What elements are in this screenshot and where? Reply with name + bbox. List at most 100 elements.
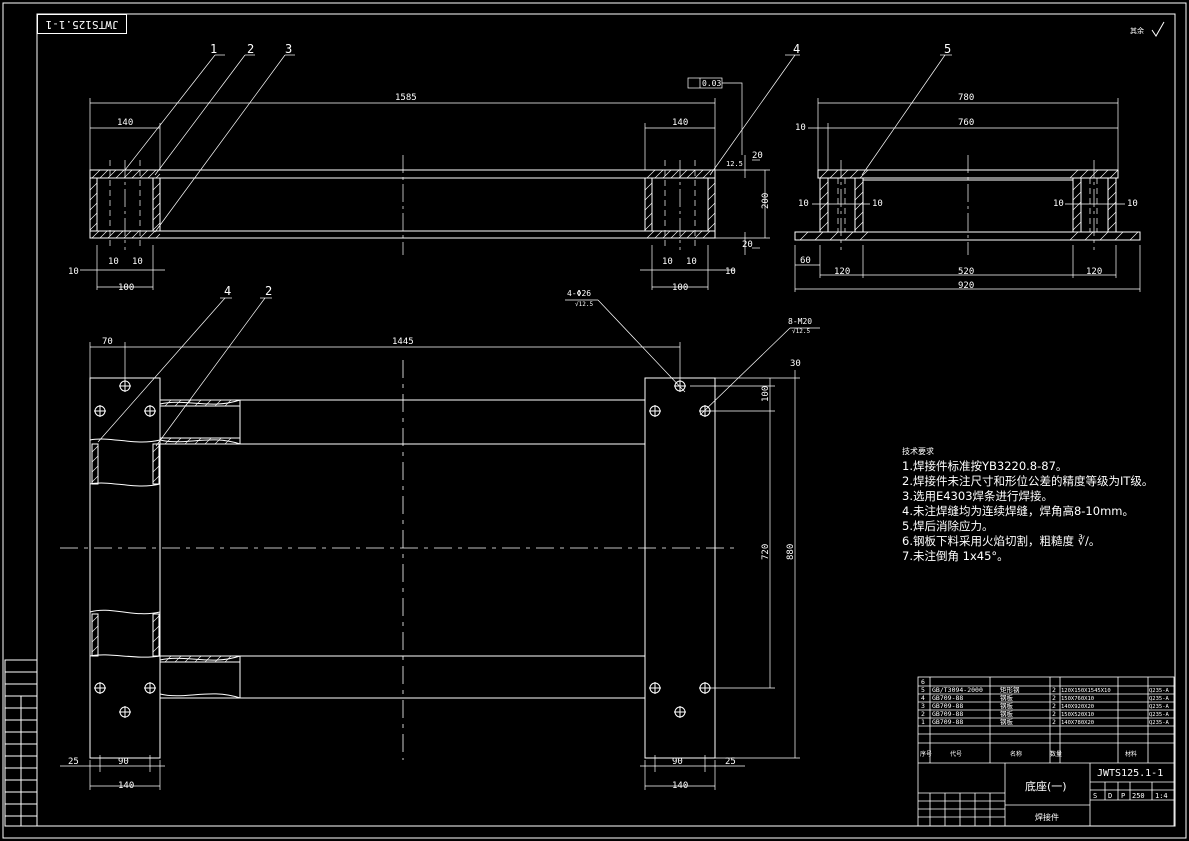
- left-revision-strip: [4, 659, 38, 827]
- dim-lb-100: 100: [118, 283, 134, 293]
- dim-520: 520: [958, 267, 974, 277]
- dim-1445: 1445: [392, 337, 414, 347]
- tech-req-item: 6.钢板下料采用火焰切割，粗糙度 ∛/。: [902, 534, 1101, 548]
- dim-rb-100: 100: [672, 283, 688, 293]
- technical-requirements: 技术要求 1.焊接件标准按YB3220.8-87。 2.焊接件未注尺寸和形位公差…: [902, 446, 1153, 564]
- part-name: 钢板: [1000, 709, 1014, 718]
- title-subtitle: 焊接件: [1035, 812, 1059, 822]
- parts-list: 6 5 GB/T3094-2000 矩形钢 2 120X150X1545X10 …: [920, 678, 1170, 758]
- part-no: 5: [921, 686, 925, 694]
- part-no: 1: [921, 718, 925, 726]
- dim-25-right: 25: [725, 757, 736, 767]
- part-spec: 150X760X10: [1061, 696, 1094, 702]
- dim-100-vertical: 100: [761, 386, 771, 402]
- dim-120-right: 120: [1086, 267, 1102, 277]
- side-view-text: 780 760 10 10 10 10 10 60 120 520 120 92…: [795, 42, 1138, 291]
- tech-req-item: 5.焊后消除应力。: [902, 519, 994, 533]
- flatness-value: 0.03: [702, 79, 721, 88]
- header-name: 名称: [1010, 750, 1022, 758]
- tech-req-item: 7.未注倒角 1x45°。: [902, 549, 1009, 563]
- stage-p: P: [1121, 792, 1125, 800]
- tech-req-item: 3.选用E4303焊条进行焊接。: [902, 489, 1054, 503]
- dim-30: 30: [790, 359, 801, 369]
- stage-s: S: [1093, 792, 1097, 800]
- plan-view: [60, 297, 820, 790]
- dim-lb-1: 10: [68, 267, 79, 277]
- part-code: GB709-88: [932, 694, 963, 702]
- dim-bottom-20: 20: [742, 240, 753, 250]
- part-code: GB709-88: [932, 710, 963, 718]
- dim-lb-3: 10: [132, 257, 143, 267]
- title-block-grid: [917, 676, 1175, 827]
- dim-880: 880: [786, 544, 796, 560]
- part-no: 6: [921, 678, 925, 686]
- header-code: 代号: [950, 750, 962, 758]
- part-name: 钢板: [1000, 693, 1014, 702]
- scale: 1:4: [1155, 792, 1168, 800]
- part-qty: 2: [1052, 710, 1056, 718]
- dim-top-20: 20: [752, 151, 763, 161]
- dim-web-3: 10: [1053, 199, 1064, 209]
- balloon-1: 1: [210, 42, 217, 56]
- hole-note-sub: √12.5: [575, 301, 593, 308]
- part-material: Q235-A: [1149, 704, 1170, 710]
- part-no: 3: [921, 702, 925, 710]
- dim-web-2: 10: [872, 199, 883, 209]
- balloon-5: 5: [944, 42, 951, 56]
- dim-1585: 1585: [395, 93, 417, 103]
- dim-760: 760: [958, 118, 974, 128]
- part-qty: 2: [1052, 686, 1056, 694]
- tech-req-title: 技术要求: [902, 447, 934, 456]
- plan-holes: [94, 380, 711, 718]
- part-qty: 2: [1052, 718, 1056, 726]
- dim-lb-2: 10: [108, 257, 119, 267]
- dim-920: 920: [958, 281, 974, 291]
- dim-60: 60: [800, 256, 811, 266]
- part-code: GB709-88: [932, 718, 963, 726]
- part-material: Q235-A: [1149, 720, 1170, 726]
- front-view-text: 1585 140 140 200 20 20 12.5 0.03 10 10 1…: [68, 42, 800, 293]
- part-spec: 140X780X20: [1061, 720, 1094, 726]
- part-name: 钢板: [1000, 701, 1014, 710]
- drawing-frame: [36, 13, 1176, 827]
- front-hatching: [89, 169, 716, 239]
- front-view: [80, 54, 800, 290]
- plan-left-plate: [89, 377, 161, 759]
- thread-note: 8-M20: [788, 317, 812, 326]
- dim-90-right: 90: [672, 757, 683, 767]
- dim-left-140: 140: [117, 118, 133, 128]
- thread-note-sub: √12.5: [792, 328, 810, 335]
- part-name: 矩形钢: [1000, 685, 1020, 694]
- tech-req-item: 4.未注焊缝均为连续焊缝，焊角高8-10mm。: [902, 504, 1134, 518]
- title-block-text: 底座(一) JWTS125.1-1 250 1:4 S D P 焊接件 其余: [1025, 26, 1168, 822]
- dim-right-140: 140: [672, 118, 688, 128]
- header-no: 序号: [920, 750, 932, 758]
- stage-d: D: [1108, 792, 1112, 800]
- dim-25-left: 25: [68, 757, 79, 767]
- part-qty: 2: [1052, 702, 1056, 710]
- balloon-2: 2: [247, 42, 254, 56]
- header-material: 材料: [1125, 750, 1137, 758]
- weld-size: 12.5: [726, 160, 743, 168]
- dim-rb-3: 10: [725, 267, 736, 277]
- part-qty: 2: [1052, 694, 1056, 702]
- drawing-number-stamp: JWTS125.1-1: [37, 14, 127, 34]
- dim-web-4: 10: [1127, 199, 1138, 209]
- part-code: GB709-88: [932, 702, 963, 710]
- front-bottom-flange: [89, 230, 716, 239]
- balloon-4: 4: [793, 42, 800, 56]
- dim-780: 780: [958, 93, 974, 103]
- part-material: Q235-A: [1149, 712, 1170, 718]
- part-spec: 140X920X20: [1061, 704, 1094, 710]
- dim-rb-1: 10: [662, 257, 673, 267]
- plan-right-plate: [644, 377, 716, 759]
- drawing-title: 底座(一): [1025, 779, 1067, 793]
- dim-140-right: 140: [672, 781, 688, 791]
- dim-web-1: 10: [798, 199, 809, 209]
- dim-90-left: 90: [118, 757, 129, 767]
- part-no: 4: [921, 694, 925, 702]
- part-spec: 150X520X10: [1061, 712, 1094, 718]
- balloon-plan-2: 2: [265, 284, 272, 298]
- dim-140-left: 140: [118, 781, 134, 791]
